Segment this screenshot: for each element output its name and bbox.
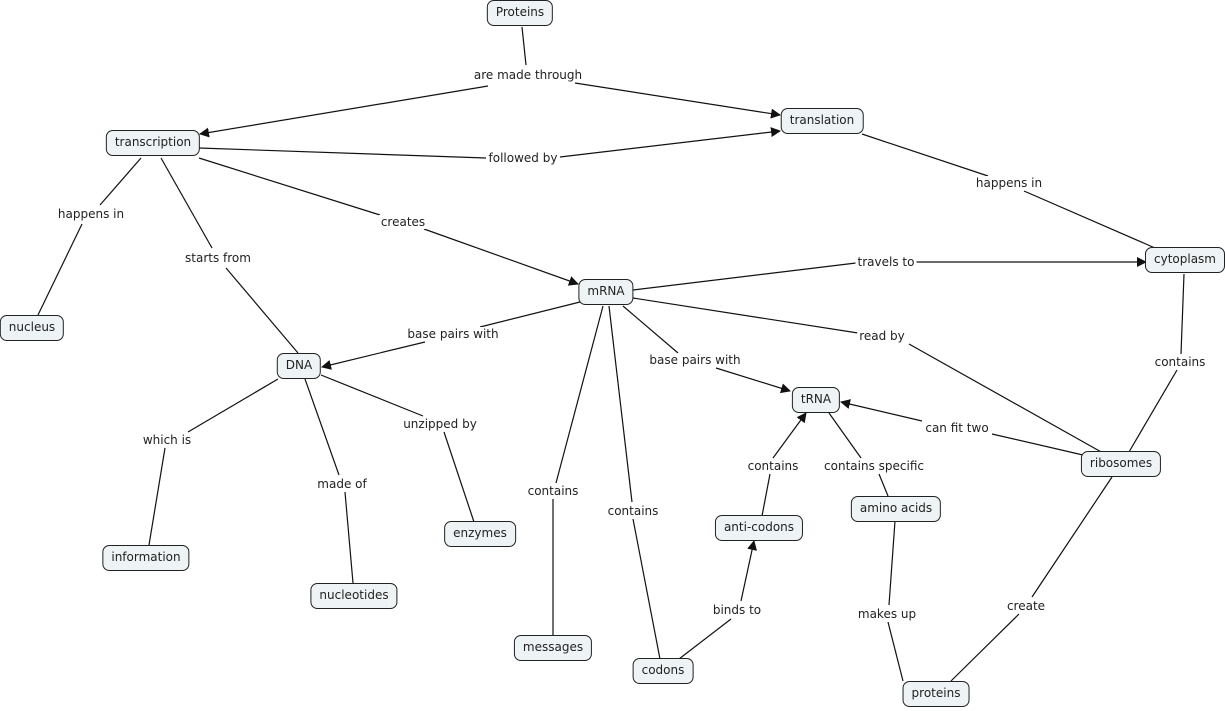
edge-which-is-to-information	[148, 447, 166, 546]
edge-are-made-through-to-transcription	[199, 85, 489, 138]
edge-base-pairs-with-2-to-trna	[715, 367, 791, 394]
link-label-followed-by[interactable]: followed by	[486, 151, 560, 165]
link-label-happens-in-cytoplasm[interactable]: happens in	[973, 176, 1045, 190]
edge-dna-to-which-is	[187, 378, 279, 433]
concept-node-anti-codons[interactable]: anti-codons	[714, 515, 804, 541]
edge-anti-codons-to-contains-4	[761, 473, 771, 517]
concept-node-cytoplasm[interactable]: cytoplasm	[1145, 247, 1225, 273]
edge-followed-by-to-translation	[559, 127, 781, 158]
link-label-travels-to[interactable]: travels to	[855, 255, 917, 269]
link-label-creates[interactable]: creates	[378, 215, 428, 229]
edge-mrna-to-contains-1	[555, 305, 604, 484]
edge-mrna-to-travels-to	[632, 262, 857, 291]
edge-translation-to-happens-in-2	[861, 133, 989, 177]
edge-contains-2-to-codons	[632, 518, 661, 660]
concept-node-codons[interactable]: codons	[632, 658, 694, 684]
edge-read-by-to-ribosomes	[908, 343, 1104, 454]
edge-transcription-to-starts-from	[160, 157, 213, 249]
edge-makes-up-to-proteins	[887, 621, 904, 682]
edge-binds-to-to-anti-codons	[740, 540, 757, 602]
edge-contains-3-to-ribosomes	[1128, 369, 1178, 453]
link-label-contains-specific[interactable]: contains specific	[822, 459, 926, 473]
concept-node-amino-acids[interactable]: amino acids	[850, 496, 942, 522]
concept-node-dna[interactable]: DNA	[276, 353, 322, 379]
link-label-read-by[interactable]: read by	[857, 329, 907, 343]
edge-transcription-to-creates	[198, 157, 381, 216]
edge-can-fit-two-to-trna	[840, 399, 923, 422]
concept-node-mrna[interactable]: mRNA	[578, 279, 634, 305]
edge-cytoplasm-to-contains-3	[1180, 273, 1185, 355]
edge-proteins-to-are-made-through	[521, 26, 527, 66]
edge-mrna-to-read-by	[632, 297, 859, 334]
edge-codons-to-binds-to	[678, 618, 732, 660]
link-label-can-fit-two[interactable]: can fit two	[923, 421, 991, 435]
edge-starts-from-to-dna	[225, 267, 299, 354]
edge-ribosomes-to-can-fit-two	[991, 433, 1084, 456]
concept-node-information[interactable]: information	[102, 545, 190, 571]
concept-node-translation[interactable]: translation	[780, 108, 864, 134]
link-label-are-made-through[interactable]: are made through	[471, 68, 585, 82]
edge-base-pairs-with-1-to-dna	[321, 341, 426, 370]
concept-node-nucleotides[interactable]: nucleotides	[310, 583, 398, 609]
link-label-unzipped-by[interactable]: unzipped by	[401, 417, 479, 431]
link-label-starts-from[interactable]: starts from	[183, 251, 253, 265]
link-label-contains-anticodons[interactable]: contains	[745, 459, 801, 473]
edge-amino-acids-to-makes-up	[888, 520, 896, 606]
link-label-contains-codons[interactable]: contains	[605, 504, 661, 518]
edge-contains-specific-to-amino-acids	[878, 473, 889, 497]
edge-unzipped-by-to-enzymes	[443, 431, 475, 523]
link-label-contains-messages[interactable]: contains	[525, 484, 581, 498]
edge-mrna-to-contains-2	[608, 305, 633, 503]
concept-node-messages[interactable]: messages	[513, 635, 593, 661]
edge-transcription-to-happens-in-1	[99, 157, 142, 206]
edge-contains-4-to-trna	[772, 412, 807, 459]
link-label-makes-up[interactable]: makes up	[855, 607, 919, 621]
link-label-binds-to[interactable]: binds to	[710, 603, 764, 617]
link-label-create[interactable]: create	[1004, 599, 1048, 613]
edge-trna-to-contains-specific	[828, 412, 862, 459]
edge-happens-in-2-to-cytoplasm	[1023, 190, 1156, 249]
edge-made-of-to-nucleotides	[344, 491, 354, 584]
edge-create-to-proteins	[950, 613, 1020, 682]
edge-dna-to-unzipped-by	[320, 374, 424, 417]
edge-transcription-to-followed-by	[198, 147, 487, 159]
link-label-made-of[interactable]: made of	[315, 477, 369, 491]
edge-ribosomes-to-create	[1031, 476, 1113, 598]
concept-node-proteins-bottom[interactable]: proteins	[902, 681, 970, 707]
edge-mrna-to-base-pairs-with-2	[622, 305, 679, 354]
link-label-contains-ribosomes[interactable]: contains	[1152, 355, 1208, 369]
edge-happens-in-1-to-nucleus	[37, 223, 83, 316]
concept-node-ribosomes[interactable]: ribosomes	[1080, 451, 1162, 477]
edge-are-made-through-to-translation	[574, 82, 781, 119]
concept-node-enzymes[interactable]: enzymes	[444, 521, 516, 547]
concept-node-trna[interactable]: tRNA	[791, 387, 841, 413]
link-label-happens-in-nucleus[interactable]: happens in	[55, 207, 127, 221]
edge-creates-to-mrna	[423, 228, 579, 286]
concept-node-transcription[interactable]: transcription	[105, 130, 201, 156]
edge-mrna-to-base-pairs-with-1	[479, 301, 581, 328]
concept-node-proteins-top[interactable]: Proteins	[486, 0, 554, 26]
link-label-base-pairs-with-dna[interactable]: base pairs with	[405, 327, 501, 341]
link-label-which-is[interactable]: which is	[140, 433, 194, 447]
edge-dna-to-made-of	[304, 378, 340, 476]
link-label-base-pairs-with-trna[interactable]: base pairs with	[647, 353, 743, 367]
concept-node-nucleus[interactable]: nucleus	[0, 315, 65, 341]
